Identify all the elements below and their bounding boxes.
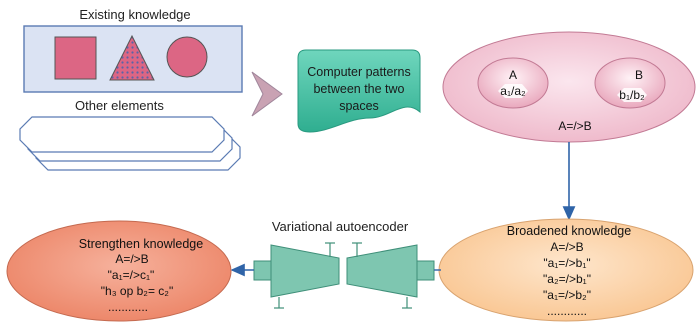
- broadened-line-1: A=/>B: [550, 240, 583, 254]
- strengthen-knowledge-ellipse: Strengthen knowledge A=/>B "a₁=/>c₁" "h₃…: [6, 220, 232, 322]
- encoder-shape: [270, 244, 340, 298]
- broadened-line-5: ............: [547, 304, 587, 318]
- decoder-shape: [346, 244, 418, 298]
- existing-knowledge-title: Existing knowledge: [79, 7, 190, 22]
- decoder-port: [416, 260, 435, 281]
- stacked-card-front: [19, 116, 225, 153]
- circle-icon: [166, 36, 208, 78]
- chevron-right-icon: [251, 71, 283, 117]
- space-b-badge: [617, 88, 647, 102]
- triangle-icon: [109, 34, 155, 81]
- computer-patterns-line-3: spaces: [339, 99, 379, 113]
- strengthen-knowledge-shape: [6, 220, 232, 322]
- other-elements-title: Other elements: [75, 98, 164, 113]
- existing-knowledge-group: Existing knowledge: [23, 7, 243, 93]
- strengthen-line-3: "h₃ op b₂= c₂": [101, 284, 173, 298]
- other-elements-group: Other elements: [19, 98, 241, 171]
- space-relation: A=/>B: [558, 119, 591, 133]
- space-a-ellipse: [477, 57, 549, 109]
- encoder-port: [253, 260, 272, 281]
- computer-patterns-line-2: between the two: [313, 82, 404, 96]
- space-b-ellipse: [594, 57, 666, 109]
- computer-patterns-shape: [297, 49, 421, 133]
- autoencoder-title: Variational autoencoder: [272, 219, 409, 234]
- broadened-knowledge-title: Broadened knowledge: [507, 224, 631, 238]
- strengthen-line-4: ............: [108, 300, 148, 314]
- space-b-label: B: [635, 68, 643, 82]
- autoencoder-group: Variational autoencoder: [230, 219, 441, 309]
- strengthen-knowledge-title: Strengthen knowledge: [79, 237, 203, 251]
- space-b-value: b₁/b₂: [619, 88, 645, 102]
- square-icon: [54, 36, 97, 80]
- broadened-knowledge-ellipse: Broadened knowledge A=/>B "a₁=/>b₁" "a₂=…: [438, 218, 694, 322]
- strengthen-line-2: "a₁=/>c₁": [108, 268, 155, 282]
- broadened-line-2: "a₁=/>b₁": [543, 256, 590, 270]
- space-a-label: A: [509, 68, 517, 82]
- computer-patterns-box: Computer patterns between the two spaces: [297, 49, 421, 133]
- space-a-badge: [498, 84, 528, 98]
- space-a-value: a₁/a₂: [500, 84, 526, 98]
- computer-patterns-line-1: Computer patterns: [307, 65, 411, 79]
- broadened-line-4: "a₁=/>b₂": [543, 288, 591, 302]
- space-ellipse: A a₁/a₂ B b₁/b₂ A=/>B: [442, 31, 696, 143]
- broadened-line-3: "a₂=/>b₁": [543, 272, 591, 286]
- strengthen-line-1: A=/>B: [115, 252, 148, 266]
